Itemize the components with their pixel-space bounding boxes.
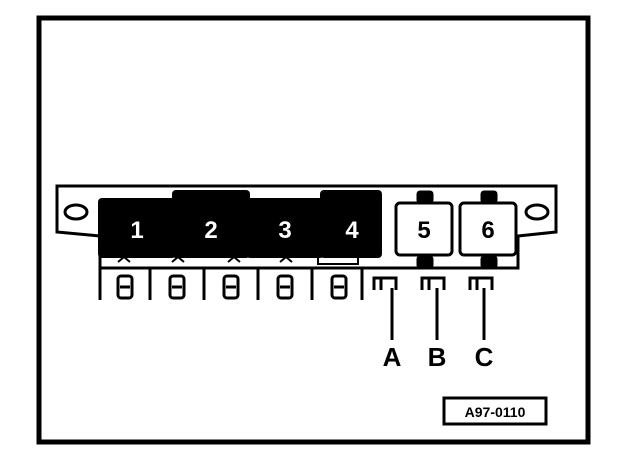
- callout-a: A: [383, 342, 402, 372]
- relay-blocks-small: [394, 190, 518, 269]
- callout-leaders: [390, 288, 486, 340]
- relay-1-label: 1: [130, 217, 143, 244]
- reference-code: A97-0110: [465, 404, 526, 420]
- relay-3: [246, 198, 324, 258]
- callout-c: C: [475, 342, 494, 372]
- fuse-slots: [372, 276, 494, 290]
- relay-5-label: 5: [417, 217, 430, 244]
- relay-2: [172, 190, 250, 258]
- relay-blocks-large: [98, 190, 382, 258]
- terminal-pins: [98, 268, 364, 300]
- relay-4: [320, 190, 382, 258]
- callout-b: B: [428, 342, 447, 372]
- mounting-hole-right: [524, 203, 550, 221]
- reference-code-box: [442, 396, 548, 426]
- relay-1: [98, 198, 176, 258]
- relay-3-label: 3: [278, 217, 291, 244]
- relay-2-label: 2: [204, 217, 217, 244]
- mounting-hole-left: [63, 203, 89, 221]
- relay-6-label: 6: [481, 217, 494, 244]
- relay-4-label: 4: [345, 217, 359, 244]
